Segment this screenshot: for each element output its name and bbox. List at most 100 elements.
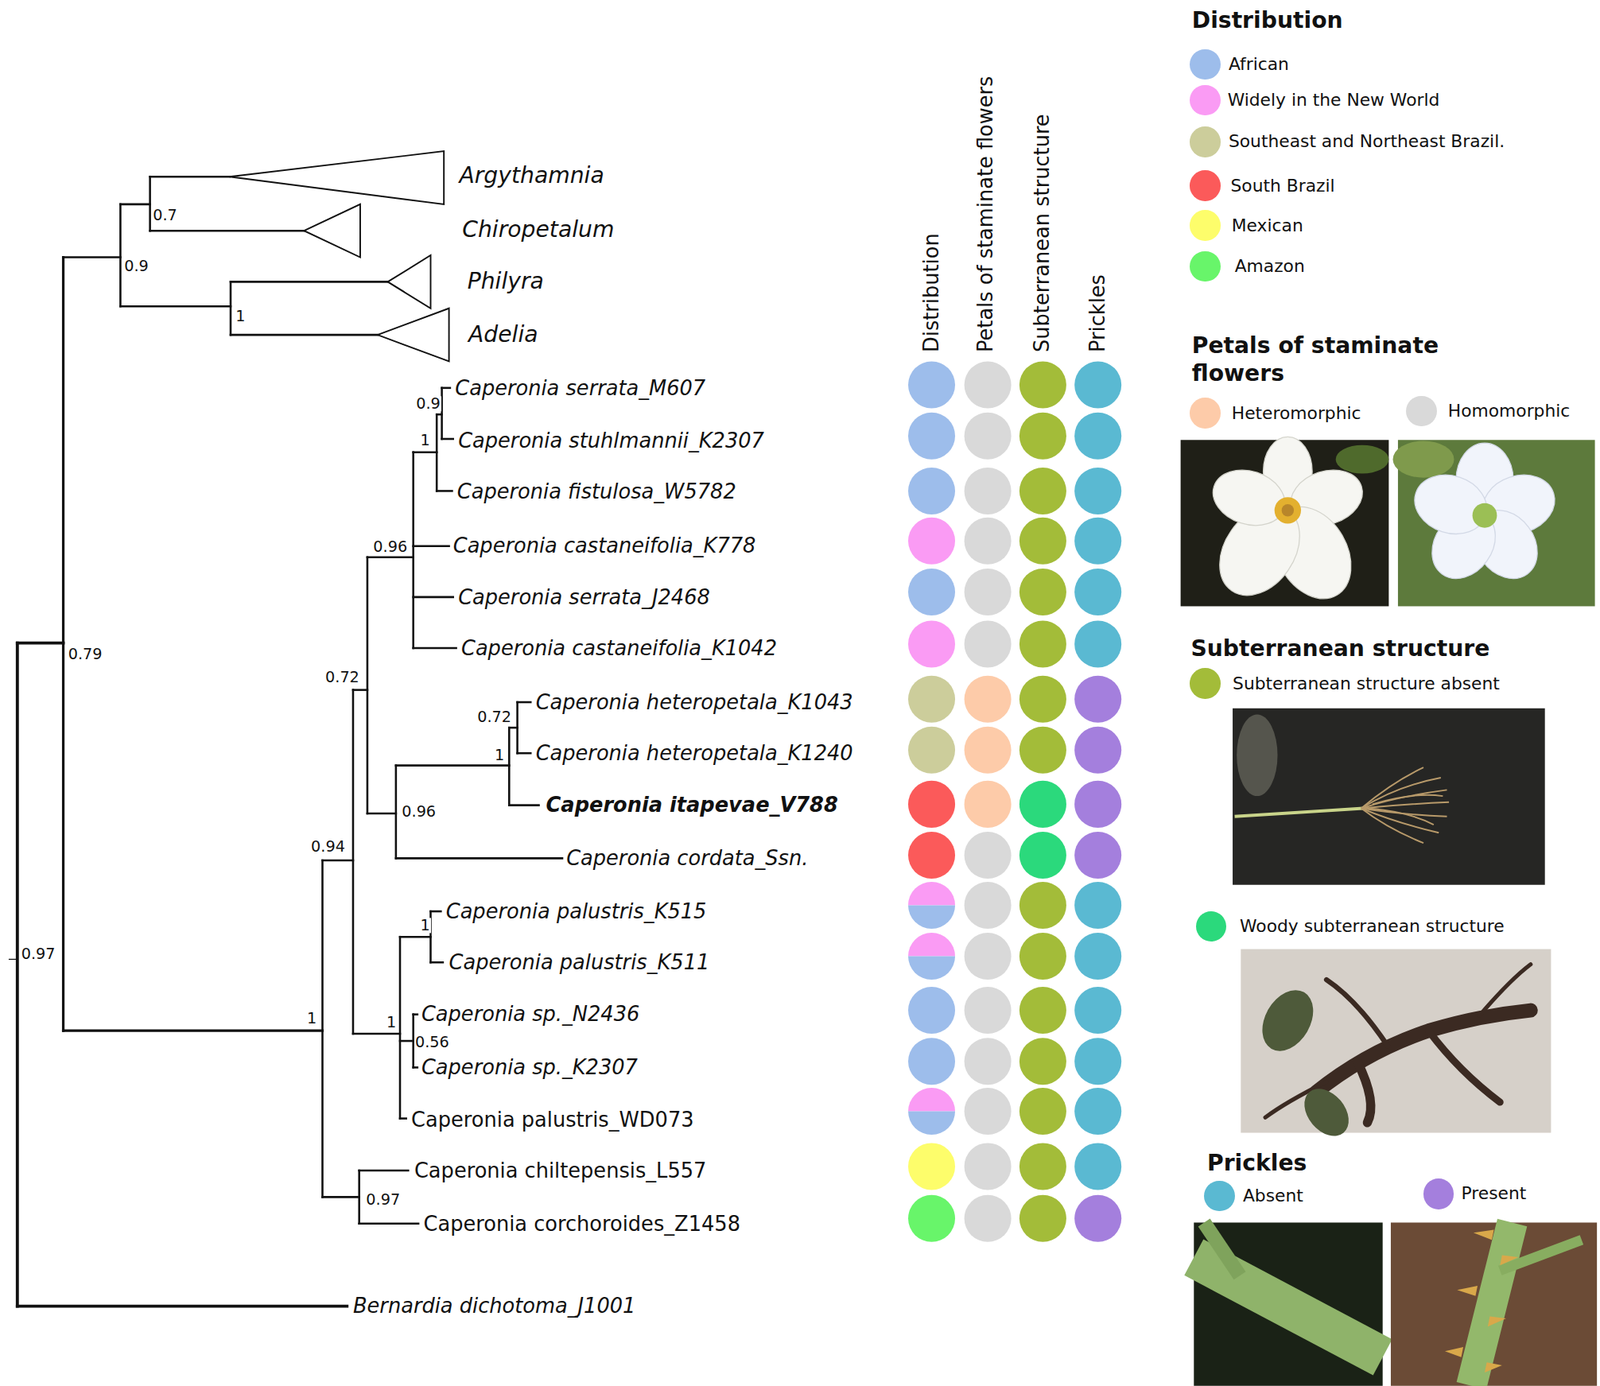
taxon-label: Caperonia stuhlmannii_K2307: [458, 428, 765, 454]
taxon-label: Caperonia corchoroides_Z1458: [423, 1211, 741, 1236]
tree-branch: [63, 1029, 323, 1033]
photo-woody-root: [1240, 949, 1551, 1146]
trait-dot: [908, 675, 956, 723]
legend-swatch: [1405, 396, 1437, 427]
taxon-label: Caperonia sp._N2436: [421, 1001, 640, 1027]
tree-branch: [413, 544, 450, 548]
trait-circle: [908, 1195, 956, 1243]
tree-branch: [400, 1040, 414, 1043]
trait-circle: [964, 361, 1012, 408]
tree-branch: [120, 305, 231, 308]
clade-label: Philyra: [467, 267, 544, 296]
trait-dot: [964, 831, 1012, 879]
support-value: 0.9: [415, 396, 442, 412]
photo-fibrous-root: [1232, 708, 1546, 886]
support-value: 0.96: [372, 539, 408, 555]
trait-half: [908, 956, 956, 981]
trait-circle: [908, 517, 956, 565]
tree-branch: [413, 1013, 418, 1016]
support-value: 0.97: [20, 946, 57, 962]
trait-circle: [1019, 568, 1067, 616]
trait-circle: [1074, 412, 1122, 460]
trait-half: [908, 1111, 956, 1136]
tree-branch: [353, 688, 368, 692]
trait-circle: [1074, 726, 1122, 774]
tree-branch: [508, 727, 511, 806]
trait-circle: [964, 1087, 1012, 1135]
collapsed-clade-triangle: [229, 151, 444, 205]
taxon-label: Caperonia serrata_J2468: [458, 584, 711, 610]
tree-branch: [413, 596, 454, 599]
tree-branch: [352, 690, 355, 1034]
support-value: 0.72: [324, 669, 361, 685]
clade-label: Adelia: [468, 321, 539, 349]
trait-dot: [908, 780, 956, 828]
tree-branch: [517, 701, 532, 704]
support-value: 0.72: [476, 709, 513, 725]
trait-dot: [964, 1142, 1012, 1190]
trait-dot: [1074, 1037, 1122, 1085]
trait-circle: [908, 467, 956, 515]
trait-circle: [964, 932, 1012, 980]
trait-circle: [1074, 881, 1122, 929]
trait-dot: [964, 1037, 1012, 1085]
trait-circle: [1074, 1142, 1122, 1190]
tree-branch: [430, 910, 441, 913]
tree-branch: [150, 175, 230, 179]
trait-dot: [1074, 1087, 1122, 1135]
legend-text: Homomorphic: [1448, 400, 1571, 422]
tree-branch: [400, 935, 431, 939]
trait-dot: [964, 620, 1012, 668]
trait-dot: [1019, 361, 1067, 408]
trait-circle: [1074, 986, 1122, 1034]
trait-circle: [964, 412, 1012, 460]
trait-dot: [1019, 1195, 1067, 1243]
trait-dot: [964, 881, 1012, 929]
trait-dot: [1019, 1037, 1067, 1085]
trait-circle: [964, 1195, 1012, 1243]
legend-swatch: [1423, 1178, 1454, 1209]
trait-half: [908, 932, 956, 957]
trait-circle: [1019, 1142, 1067, 1190]
trait-dot: [1019, 620, 1067, 668]
trait-dot: [1074, 881, 1122, 929]
tree-branch: [15, 643, 20, 1307]
tree-branch: [395, 765, 398, 859]
trait-circle: [1074, 831, 1122, 879]
legend-swatch: [1189, 126, 1220, 157]
trait-dot: [964, 726, 1012, 774]
trait-dot: [1019, 726, 1067, 774]
trait-circle: [964, 986, 1012, 1034]
trait-dot: [1019, 412, 1067, 460]
trait-dot: [908, 1142, 956, 1190]
trait-dot: [1074, 1195, 1122, 1243]
trait-circle: [964, 568, 1012, 616]
trait-circle: [1019, 831, 1067, 879]
tree-branch: [413, 450, 438, 454]
support-value: 0.94: [310, 838, 346, 855]
trait-dot: [1074, 620, 1122, 668]
trait-dot: [1019, 568, 1067, 616]
trait-dot: [1074, 932, 1122, 980]
legend-swatch: [1189, 170, 1220, 201]
trait-circle: [964, 726, 1012, 774]
trait-circle: [1074, 1087, 1122, 1135]
tree-branch: [396, 857, 563, 860]
trait-dot: [1074, 412, 1122, 460]
photo-homomorphic-flower: [1393, 439, 1596, 606]
trait-dot: [1074, 780, 1122, 828]
trait-column-header: Distribution: [919, 233, 944, 353]
support-value: 0.7: [151, 207, 179, 223]
tree-branch: [413, 1066, 418, 1069]
legend-swatch: [1203, 1180, 1235, 1212]
trait-circle: [1074, 675, 1122, 723]
trait-circle: [964, 517, 1012, 565]
clade-label: Chiropetalum: [462, 216, 614, 244]
trait-circle: [1019, 881, 1067, 929]
trait-circle: [1074, 361, 1122, 408]
trait-circle: [908, 412, 956, 460]
trait-dot: [1074, 675, 1122, 723]
support-value: 1: [306, 1010, 318, 1026]
trait-circle: [1019, 675, 1067, 723]
trait-dot: [964, 1087, 1012, 1135]
